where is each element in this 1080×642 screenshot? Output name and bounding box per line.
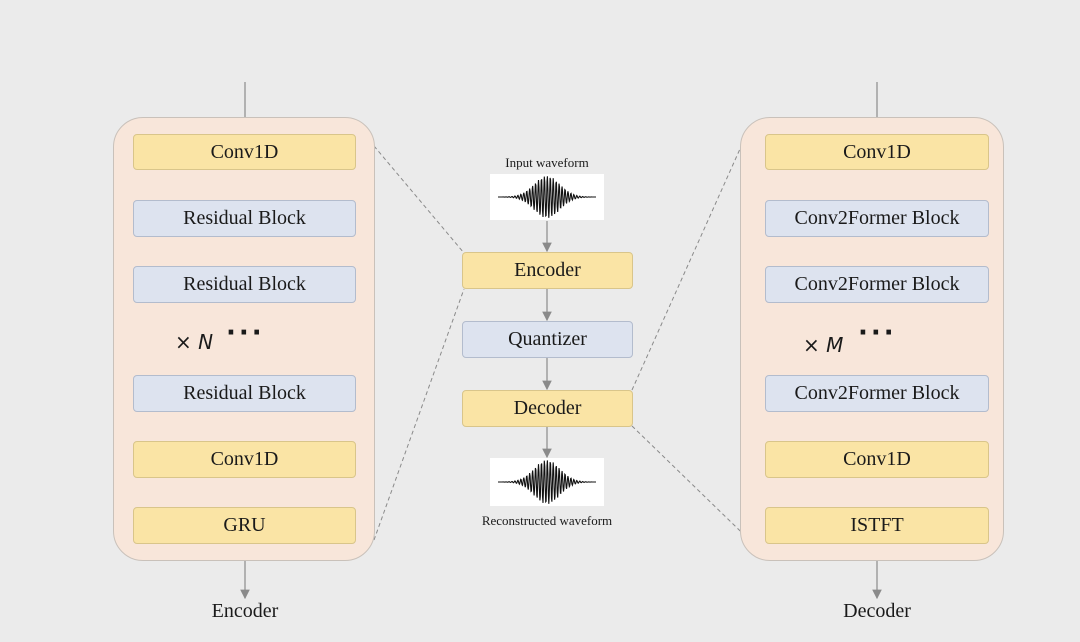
center-block-quantizer: Quantizer xyxy=(462,321,633,358)
zoom-line-encoder-top xyxy=(373,145,465,254)
decoder-ellipsis: ··· xyxy=(858,318,897,348)
encoder-block-conv1d-in: Conv1D xyxy=(133,134,356,170)
zoom-line-encoder-bottom xyxy=(373,288,465,541)
decoder-block-istft: ISTFT xyxy=(765,507,989,544)
encoder-block-conv1d-out: Conv1D xyxy=(133,441,356,478)
input-waveform-plot xyxy=(490,174,604,220)
decoder-block-conv1d-in: Conv1D xyxy=(765,134,989,170)
encoder-block-residual-2: Residual Block xyxy=(133,266,356,303)
encoder-caption: Encoder xyxy=(211,600,279,622)
decoder-caption: Decoder xyxy=(843,600,911,622)
center-block-encoder: Encoder xyxy=(462,252,633,289)
decoder-block-conv2former-m: Conv2Former Block xyxy=(765,375,989,412)
decoder-block-conv1d-out: Conv1D xyxy=(765,441,989,478)
center-block-decoder: Decoder xyxy=(462,390,633,427)
encoder-ellipsis: ··· xyxy=(226,318,265,348)
decoder-block-conv2former-1: Conv2Former Block xyxy=(765,200,989,237)
encoder-block-gru: GRU xyxy=(133,507,356,544)
output-waveform-icon xyxy=(498,460,596,504)
encoder-panel xyxy=(113,117,375,561)
output-waveform-label: Reconstructed waveform xyxy=(481,513,613,528)
input-waveform-icon xyxy=(498,176,596,218)
zoom-line-decoder-top xyxy=(631,139,745,391)
decoder-panel xyxy=(740,117,1004,561)
output-waveform-plot xyxy=(490,458,604,506)
encoder-block-residual-n: Residual Block xyxy=(133,375,356,412)
decoder-repeat-label: × M xyxy=(803,333,844,357)
encoder-repeat-label: × N xyxy=(175,330,214,354)
input-waveform-label: Input waveform xyxy=(505,155,589,170)
decoder-block-conv2former-2: Conv2Former Block xyxy=(765,266,989,303)
encoder-block-residual-1: Residual Block xyxy=(133,200,356,237)
